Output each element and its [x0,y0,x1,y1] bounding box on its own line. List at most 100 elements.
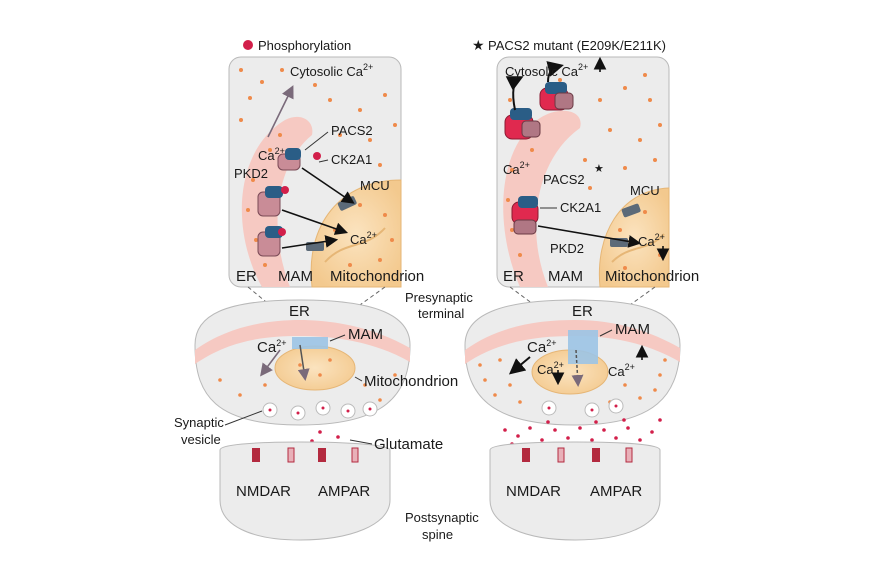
right-cytosol-arrow-1 [505,76,524,111]
left-synapse: ER MAM Ca2+ Mitochondrion Synaptic vesic… [174,299,458,541]
left-synapse-mitochondrion-label: Mitochondrion [364,373,458,390]
left-ca-er-label: Ca2+ [258,146,285,163]
left-synapse-mitochondrion [274,345,356,391]
right-legend-label: PACS2 mutant (E209K/E211K) [488,38,666,53]
right-pacs2-cluster-2 [539,82,574,111]
left-synapse-er [195,320,410,364]
right-postsynaptic-spine [489,441,661,541]
right-nmdar-label: NMDAR [506,483,561,500]
left-postsynaptic-spine [219,441,391,541]
right-er-dots [506,148,534,257]
left-mito-arrow-3 [281,235,339,249]
right-synapse-mam [568,330,598,364]
right-cytosolic-label: Cytosolic Ca2+ [505,62,588,79]
left-ck2a1-label: CK2A1 [331,152,372,167]
postsynaptic-label-1: Postsynaptic [405,510,479,525]
left-ck2a1-leader [318,159,329,163]
right-ampar-receptor-2 [625,447,633,463]
right-mito-arrow [537,225,642,248]
presynaptic-label-2: terminal [418,306,464,321]
synaptic-vesicle-leader [224,410,263,426]
left-mito-arrow-2 [281,209,349,235]
left-synaptic-vesicles [262,400,378,421]
right-cytosolic-dots [508,73,662,190]
left-synapse-ca-dots [218,358,397,402]
right-synapse-mam-leader [599,329,613,337]
left-ampar-receptor-1 [287,447,295,463]
phosphorylation-legend-icon [243,40,253,50]
left-er-dots [246,133,282,267]
right-synapse-mito-arrow [571,349,584,387]
left-synapse-er-label: ER [289,303,310,320]
left-ampar-receptor-2 [351,447,359,463]
right-synapse: ER MAM Ca2+ Ca2+ Ca2+ NMDAR AMPAR [464,299,681,541]
synaptic-vesicle-label-1: Synaptic [174,415,224,430]
right-mcu-label: MCU [630,183,660,198]
right-mcu-channel-1 [621,203,641,218]
right-pacs2-cluster-1 [504,108,541,140]
left-synapse-cytosol-arrow [260,349,281,377]
right-ca-mito-label: Ca2+ [638,232,665,249]
right-cytosol-arrow-2 [546,61,564,83]
glutamate-label: Glutamate [374,436,443,453]
synaptic-vesicle-label-2: vesicle [181,432,221,447]
left-pacs2-leader [304,131,329,151]
left-mam-label: MAM [278,268,313,285]
left-legend-label: Phosphorylation [258,38,351,53]
presynaptic-label-1: Presynaptic [405,290,473,305]
left-cytosolic-label: Cytosolic Ca2+ [290,62,373,79]
left-ampar-label: AMPAR [318,483,370,500]
right-er-label: ER [503,268,524,285]
left-pkd2-channel-3 [257,226,286,257]
right-synapse-ca-label-3: Ca2+ [608,362,635,379]
right-ampar-receptor-1 [557,447,565,463]
right-mitochondrion-label: Mitochondrion [605,268,699,285]
left-er-label: ER [236,268,257,285]
glutamate-leader [349,439,373,445]
postsynaptic-label-2: spine [422,527,453,542]
left-synapse-mam-label: MAM [348,326,383,343]
left-synapse-mam-leader [329,334,346,342]
left-nmdar-receptor [252,448,260,462]
left-glutamate-dots [310,430,347,447]
right-synapse-er [465,320,680,364]
right-synapse-er-label: ER [572,303,593,320]
left-nmdar-label: NMDAR [236,483,291,500]
left-pkd2-channel-1 [277,148,321,171]
left-synapse-mam [292,337,328,349]
right-mam-label: MAM [548,268,583,285]
left-mcu-label: MCU [360,178,390,193]
right-ca-er-label: Ca2+ [503,160,530,177]
left-synapse-mito-leader [354,376,363,382]
right-pkd2-label: PKD2 [550,241,584,256]
left-mito-arrow-1 [301,167,355,204]
right-synapse-ca-label-2: Ca2+ [537,360,564,377]
left-mitochondrion-label: Mitochondrion [330,268,424,285]
right-synapse-cytosol-arrow [508,356,531,375]
left-pkd2-label: PKD2 [234,166,268,181]
left-pkd2-channel-2 [257,186,289,217]
left-zoom-panel: Phosphorylation [228,38,424,288]
right-ck2a1-label: CK2A1 [560,200,601,215]
left-cytosolic-dots [239,68,397,167]
right-nmdar-receptor [522,448,530,462]
right-pacs2-cluster-3 [511,196,539,235]
right-zoom-panel: ★ PACS2 mutant (E209K/E211K) [472,37,699,288]
left-nmdar-receptor-2 [318,448,326,462]
right-ampar-label: AMPAR [590,483,642,500]
left-synapse-ca-label: Ca2+ [257,338,286,356]
right-synapse-mam-label: MAM [615,321,650,338]
mutant-star-icon: ★ [472,37,485,53]
left-synapse-mito-arrow [297,344,310,381]
left-ca-mito-label: Ca2+ [350,230,377,247]
left-pacs2-label: PACS2 [331,123,373,138]
right-synaptic-vesicles [541,398,624,418]
right-pacs2-mutant-star: ★ [594,163,604,175]
right-nmdar-receptor-2 [592,448,600,462]
right-er-band [503,110,581,287]
right-pacs2-label: PACS2 [543,172,585,187]
left-cytosol-arrow [267,85,294,138]
right-synapse-ca-dots [478,358,667,404]
right-synapse-ca-label-1: Ca2+ [527,338,556,356]
